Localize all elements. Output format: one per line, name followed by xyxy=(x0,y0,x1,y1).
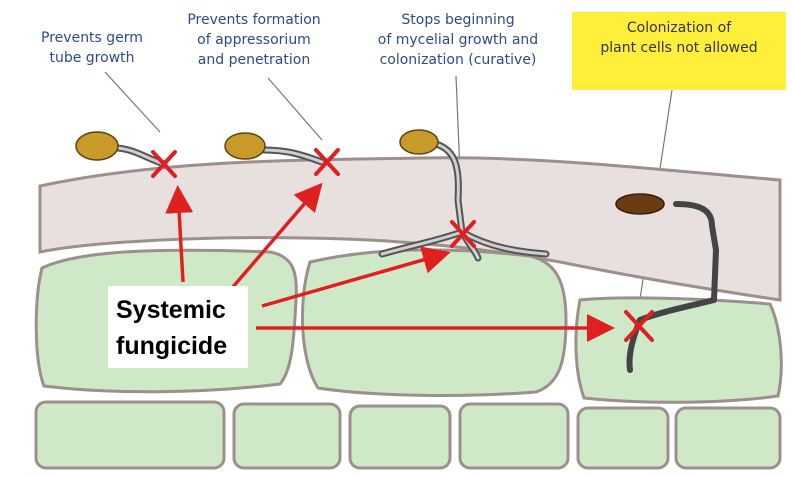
plant-cell xyxy=(234,404,340,468)
label-appressorium-line2: of appressorium xyxy=(197,32,311,48)
label-colonization-line1: Colonization of xyxy=(627,20,732,36)
label-mycelial-line3: colonization (curative) xyxy=(380,52,537,68)
plant-cell xyxy=(576,298,781,402)
label-colonization: Colonization of plant cells not allowed xyxy=(572,12,786,90)
label-germ-tube-line1: Prevents germ xyxy=(41,30,143,46)
label-colonization-line2: plant cells not allowed xyxy=(600,40,757,56)
label-mycelial: Stops beginning of mycelial growth and c… xyxy=(378,12,538,68)
label-germ-tube-line2: tube growth xyxy=(49,50,134,66)
spore-appressorium xyxy=(225,133,322,162)
plant-cell xyxy=(350,406,450,468)
systemic-fungicide-label: Systemic fungicide xyxy=(108,286,248,368)
label-mycelial-line1: Stops beginning xyxy=(401,12,514,28)
plant-cell xyxy=(460,404,568,468)
center-label-line1: Systemic xyxy=(116,296,226,324)
spore xyxy=(225,133,265,159)
label-germ-tube: Prevents germ tube growth xyxy=(41,30,143,66)
label-appressorium-line1: Prevents formation xyxy=(187,12,320,28)
center-label-line2: fungicide xyxy=(116,332,227,360)
label-mycelial-line2: of mycelial growth and xyxy=(378,32,538,48)
plant-cell xyxy=(676,408,780,468)
plant-cell xyxy=(578,408,668,468)
spore xyxy=(400,130,438,154)
spore-germ-tube xyxy=(76,132,164,164)
leader-line xyxy=(268,78,322,140)
spore xyxy=(76,132,118,160)
label-appressorium: Prevents formation of appressorium and p… xyxy=(187,12,320,68)
plant-cell xyxy=(302,250,566,396)
leader-line xyxy=(105,72,160,132)
dark-spore xyxy=(616,194,664,214)
plant-cell xyxy=(36,402,224,468)
label-appressorium-line3: and penetration xyxy=(198,52,310,68)
